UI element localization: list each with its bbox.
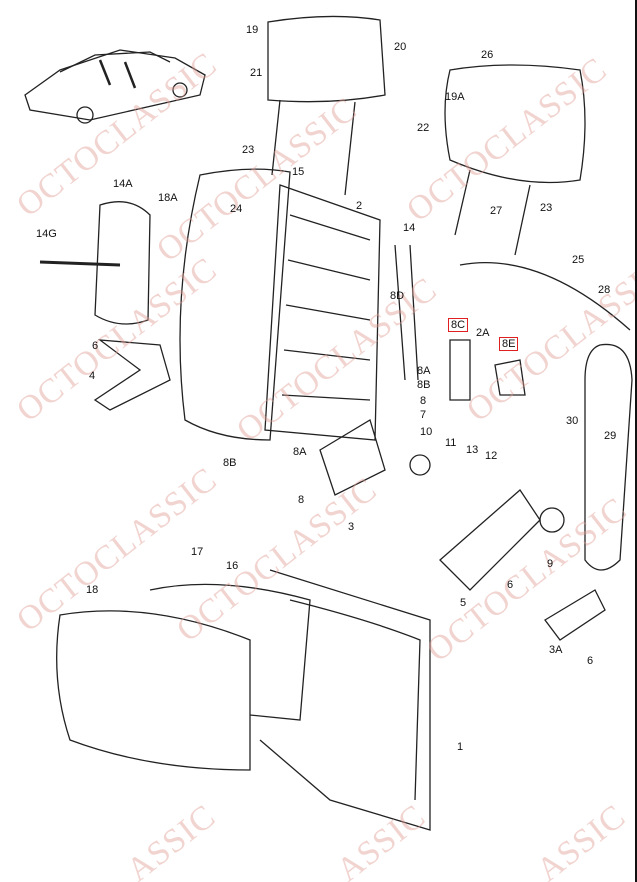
part-label: 13 xyxy=(466,444,479,456)
part-label: 15 xyxy=(292,166,305,178)
part-label: 6 xyxy=(92,340,99,352)
trim-28 xyxy=(459,262,631,331)
part-label: 10 xyxy=(420,426,433,438)
part-label: 27 xyxy=(490,205,503,217)
part-label: 26 xyxy=(481,49,494,61)
part-label: 5 xyxy=(460,597,467,609)
knob-9 xyxy=(539,507,565,533)
strip-14 xyxy=(394,244,419,381)
part-label: 6 xyxy=(507,579,514,591)
part-label: 2 xyxy=(356,200,363,212)
bolt-14G xyxy=(39,260,121,267)
part-label: 4 xyxy=(89,370,96,382)
car-thumbnail xyxy=(24,49,206,124)
bracket-4 xyxy=(93,339,171,411)
part-label: 8 xyxy=(298,494,305,506)
part-label: 8B xyxy=(223,457,237,469)
part-label: 8A xyxy=(417,365,431,377)
part-label: 8D xyxy=(390,290,405,302)
part-label: 20 xyxy=(394,41,407,53)
part-label: 9 xyxy=(547,558,554,570)
bracket-3A xyxy=(544,589,606,641)
part-label: 3A xyxy=(549,644,563,656)
part-label: 7 xyxy=(420,409,427,421)
part-label: 30 xyxy=(566,415,579,427)
part-label: 21 xyxy=(250,67,263,79)
part-label: 28 xyxy=(598,284,611,296)
part-label-highlighted: 8C xyxy=(448,318,469,332)
part-label: 19 xyxy=(246,24,259,36)
part-label: 19A xyxy=(445,91,465,103)
part-label: 22 xyxy=(417,122,430,134)
right-border xyxy=(635,0,637,882)
part-label: 18 xyxy=(86,584,99,596)
panel-28 xyxy=(584,343,633,571)
part-label: 24 xyxy=(230,203,243,215)
part-label-highlighted: 8E xyxy=(499,337,519,351)
part-label: 14 xyxy=(403,222,416,234)
headrest-front xyxy=(267,15,386,196)
part-label: 25 xyxy=(572,254,585,266)
side-pad-14A xyxy=(94,201,151,325)
part-8C xyxy=(449,339,471,401)
part-label: 6 xyxy=(587,655,594,667)
part-10 xyxy=(409,454,431,476)
part-label: 3 xyxy=(348,521,355,533)
part-label: 8 xyxy=(420,395,427,407)
lower-seat-back xyxy=(56,569,431,831)
part-label: 8A xyxy=(293,446,307,458)
part-label: 8B xyxy=(417,379,431,391)
bracket-3 xyxy=(319,419,386,496)
part-label: 23 xyxy=(242,144,255,156)
part-label: 29 xyxy=(604,430,617,442)
part-label: 11 xyxy=(445,437,457,449)
seat-back-frame xyxy=(179,168,381,441)
part-label: 23 xyxy=(540,202,553,214)
part-label: 14G xyxy=(36,228,57,240)
part-label: 14A xyxy=(113,178,133,190)
part-label: 2A xyxy=(476,327,490,339)
part-label: 17 xyxy=(191,546,204,558)
part-label: 1 xyxy=(457,741,464,753)
headrest-rear xyxy=(444,64,586,256)
part-8E xyxy=(494,359,526,396)
part-label: 12 xyxy=(485,450,498,462)
part-label: 18A xyxy=(158,192,178,204)
part-label: 16 xyxy=(226,560,239,572)
